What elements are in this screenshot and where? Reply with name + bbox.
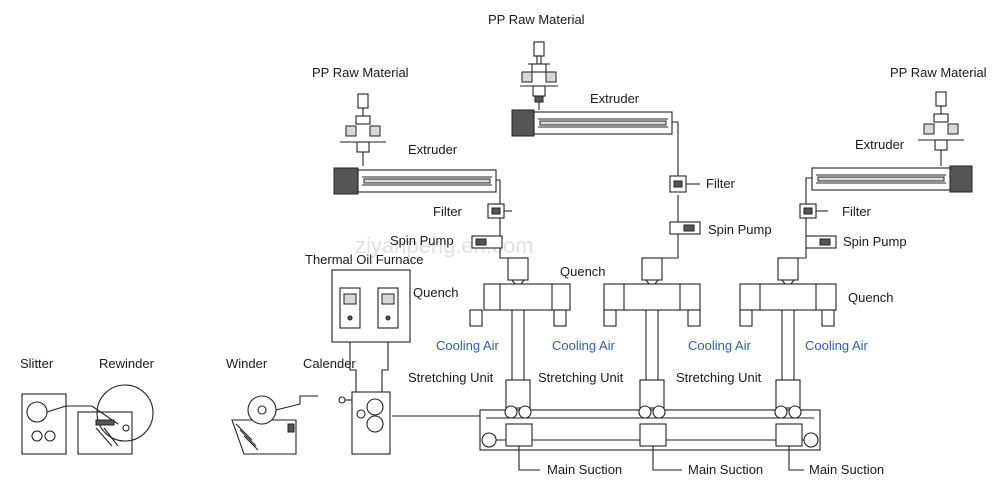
extruder-left [333, 167, 497, 195]
stretching-unit-label-2: Stretching Unit [538, 370, 624, 385]
cooling-air-label-4: Cooling Air [805, 338, 869, 353]
filter-center-label: Filter [706, 176, 736, 191]
calender-label: Calender [303, 356, 356, 371]
quench-center-label: Quench [560, 264, 606, 279]
spin-pump-center-label: Spin Pump [708, 222, 772, 237]
winder-machine [231, 395, 318, 455]
filter-left-label: Filter [433, 204, 463, 219]
thermal-oil-furnace-label: Thermal Oil Furnace [305, 252, 423, 267]
pp-raw-material-left-label: PP Raw Material [312, 65, 409, 80]
hopper-center [520, 41, 558, 110]
spin-pump-right-label: Spin Pump [843, 234, 907, 249]
melt-pipe-center [662, 121, 679, 259]
rewinder-label: Rewinder [99, 356, 155, 371]
extruder-right [811, 165, 973, 193]
quench-unit-1 [469, 257, 571, 409]
extruder-left-label: Extruder [408, 142, 458, 157]
hopper-right [918, 91, 964, 166]
main-suction-label-1: Main Suction [547, 462, 622, 477]
thermal-oil-furnace [331, 269, 411, 392]
extruder-right-label: Extruder [855, 137, 905, 152]
spin-pump-left-label: Spin Pump [390, 233, 454, 248]
filter-left-unit [487, 203, 512, 219]
spin-pump-right-unit [805, 235, 837, 249]
spin-pump-center-unit [669, 221, 701, 235]
stretching-unit-label-1: Stretching Unit [408, 370, 494, 385]
filter-right-label: Filter [842, 204, 872, 219]
main-suction-label-3: Main Suction [809, 462, 884, 477]
filter-right-unit [799, 203, 828, 219]
pp-raw-material-right-label: PP Raw Material [890, 65, 987, 80]
extruder-center-label: Extruder [590, 91, 640, 106]
pp-raw-material-center-label: PP Raw Material [488, 12, 585, 27]
main-suction-label-2: Main Suction [688, 462, 763, 477]
hopper-left [340, 93, 386, 166]
cooling-air-label-1: Cooling Air [436, 338, 500, 353]
stretching-unit-label-3: Stretching Unit [676, 370, 762, 385]
quench-right-label: Quench [848, 290, 894, 305]
cooling-air-label-2: Cooling Air [552, 338, 616, 353]
cooling-air-label-3: Cooling Air [688, 338, 752, 353]
filter-center-unit [669, 175, 700, 193]
forming-conveyor [479, 405, 821, 471]
winder-label: Winder [226, 356, 268, 371]
quench-unit-2 [603, 257, 701, 409]
quench-unit-3 [739, 257, 837, 409]
extruder-center [511, 109, 673, 137]
slitter-label: Slitter [20, 356, 54, 371]
quench-left-label: Quench [413, 285, 459, 300]
rewinder-machine [66, 384, 154, 455]
watermark-text: ziyanpeng.en.com [355, 233, 534, 258]
spin-pump-left-unit [471, 235, 503, 249]
slitter-machine [21, 393, 67, 455]
calender-machine [338, 391, 391, 455]
